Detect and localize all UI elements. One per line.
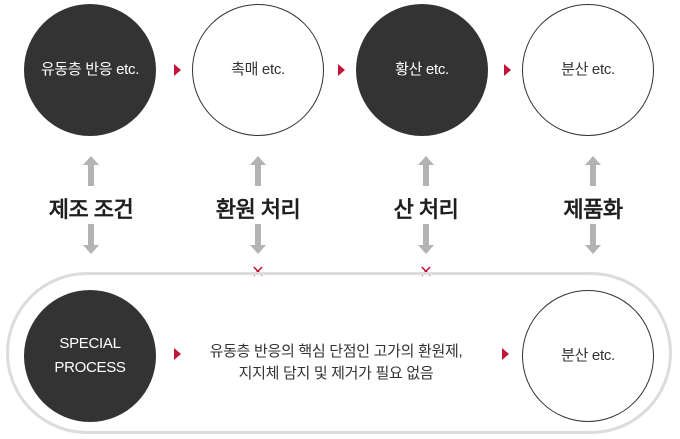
stage-label-productization: 제품화 (563, 197, 623, 222)
step-label: 촉매 etc. (231, 61, 285, 78)
process-step-dispersion: 분산 etc. (522, 4, 654, 136)
special-process-description: 유동층 반응의 핵심 단점인 고가의 환원제, 지지체 담지 및 제거가 필요 … (209, 343, 463, 382)
double-arrow-icon (83, 156, 99, 254)
step-label: 분산 etc. (561, 61, 615, 78)
flow-arrow-icon (502, 348, 509, 360)
flow-arrow-icon (504, 64, 511, 76)
flow-arrow-icon (338, 64, 345, 76)
stage-label-reduction: 환원 처리 (215, 197, 301, 222)
process-step-catalyst: 촉매 etc. (192, 4, 324, 136)
special-process-circle: SPECIAL PROCESS (24, 290, 156, 422)
double-arrow-icon (250, 156, 266, 254)
flow-arrow-icon (174, 348, 181, 360)
process-step-fluidized-bed: 유동층 반응 etc. (24, 4, 156, 136)
special-process-label: SPECIAL PROCESS (54, 335, 126, 376)
stage-label-manufacturing: 제조 조건 (48, 197, 134, 222)
double-arrow-icon (585, 156, 601, 254)
stage-label-acid: 산 처리 (393, 197, 459, 222)
process-step-sulfuric-acid: 황산 etc. (356, 4, 488, 136)
double-arrow-icon (418, 156, 434, 254)
step-label: 유동층 반응 etc. (40, 61, 140, 78)
step-label: 황산 etc. (395, 61, 449, 78)
special-process-end-step: 분산 etc. (522, 290, 654, 422)
flow-arrow-icon (174, 64, 181, 76)
step-label: 분산 etc. (561, 347, 615, 364)
special-process-container (6, 272, 672, 434)
